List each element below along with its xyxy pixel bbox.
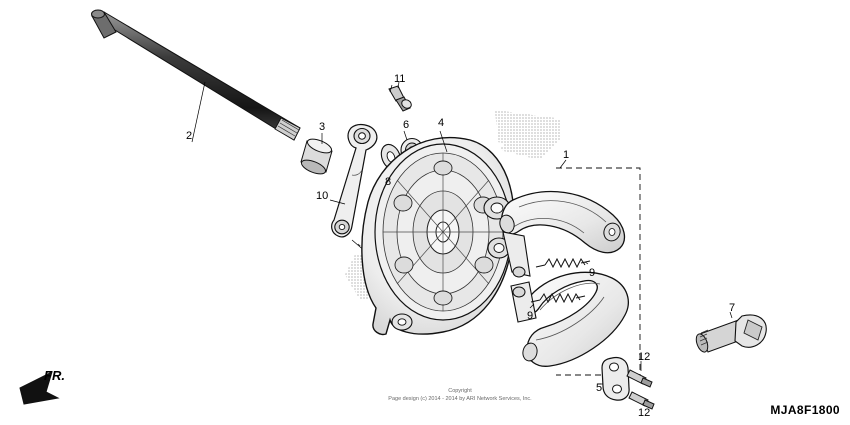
callout-1: 1 — [563, 149, 570, 161]
part-4-brake-panel — [361, 130, 515, 336]
callout-12-upper: 12 — [638, 351, 651, 363]
part-9-return-springs — [529, 257, 591, 309]
part-5-anchor-plate — [598, 356, 630, 401]
callout-12-lower: 12 — [638, 407, 651, 419]
front-direction-label: FR. — [44, 368, 65, 383]
copyright-line-1: Copyright — [448, 388, 472, 394]
callout-10: 10 — [316, 190, 329, 202]
callout-2: 2 — [186, 130, 193, 142]
callout-9-upper: 9 — [589, 267, 596, 279]
part-7-brake-cam — [695, 311, 767, 353]
part-3-collar — [300, 133, 333, 175]
part-code-label: MJA8F1800 — [770, 403, 840, 417]
part-11-bolt — [388, 81, 412, 112]
part-1-brake-shoe-set — [556, 159, 641, 376]
callout-11: 11 — [394, 73, 406, 85]
part-10-brake-arm — [329, 123, 378, 259]
part-12-pins — [626, 361, 655, 410]
callout-5: 5 — [596, 382, 603, 394]
brake-shoe-lower — [510, 271, 629, 367]
callout-3: 3 — [319, 121, 326, 133]
callout-7: 7 — [729, 302, 736, 314]
callout-9-lower: 9 — [527, 310, 534, 322]
part-2-brake-rod — [90, 9, 301, 143]
callout-4: 4 — [438, 117, 445, 129]
brake-shoe-upper — [499, 190, 626, 278]
copyright-block: Copyright Page design (c) 2014 - 2014 by… — [330, 387, 590, 403]
copyright-line-2: Page design (c) 2014 - 2014 by ARI Netwo… — [388, 396, 532, 402]
callout-8: 8 — [385, 176, 392, 188]
callout-6: 6 — [403, 119, 410, 131]
front-direction-arrow — [19, 371, 60, 405]
